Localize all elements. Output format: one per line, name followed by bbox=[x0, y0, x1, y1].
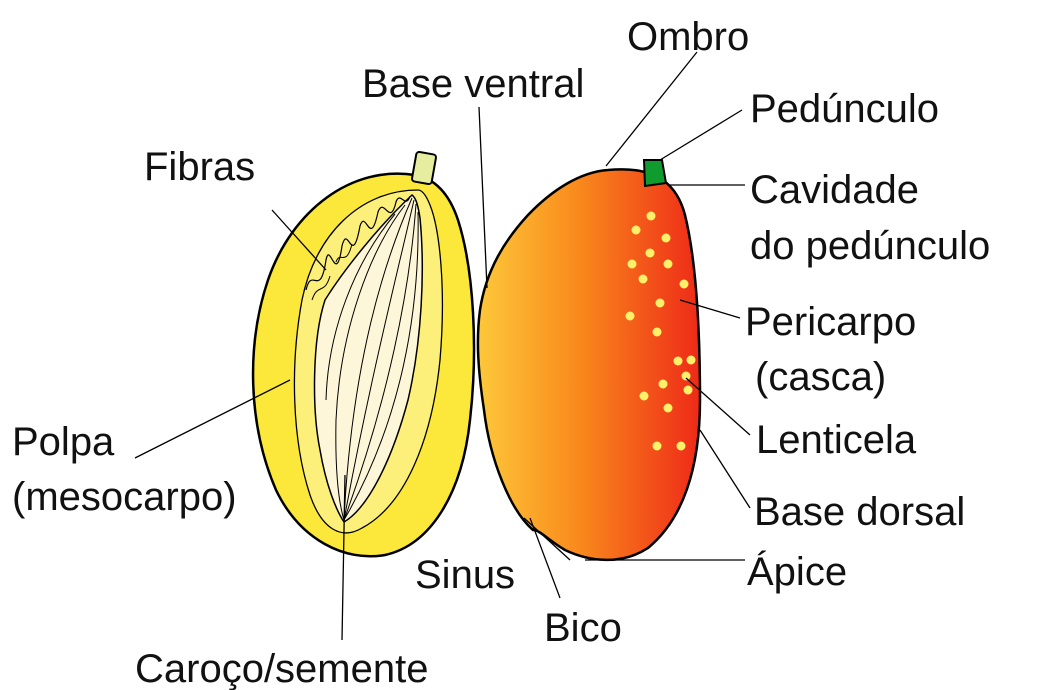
label-pericarpo-2: (casca) bbox=[755, 355, 886, 399]
mango-whole bbox=[478, 160, 700, 560]
stem-left bbox=[412, 151, 437, 184]
label-fibras: Fibras bbox=[144, 145, 255, 189]
label-sinus: Sinus bbox=[415, 553, 515, 597]
label-caroco: Caroço/semente bbox=[135, 647, 428, 690]
label-pericarpo-1: Pericarpo bbox=[745, 300, 916, 344]
label-lenticela: Lenticela bbox=[756, 418, 917, 462]
mango-skin bbox=[478, 169, 700, 560]
label-cavidade-2: do pedúnculo bbox=[750, 224, 990, 268]
label-ombro: Ombro bbox=[627, 15, 749, 59]
label-cavidade-1: Cavidade bbox=[750, 168, 919, 212]
label-polpa-2: (mesocarpo) bbox=[12, 475, 237, 519]
stem-right bbox=[644, 160, 666, 186]
label-bico: Bico bbox=[544, 606, 622, 650]
label-pedunculo: Pedúnculo bbox=[750, 87, 939, 131]
label-polpa-1: Polpa bbox=[12, 420, 115, 464]
mango-cross-section bbox=[253, 151, 474, 556]
label-base-ventral: Base ventral bbox=[362, 62, 584, 106]
label-base-dorsal: Base dorsal bbox=[754, 490, 965, 534]
label-apice: Ápice bbox=[747, 549, 847, 594]
